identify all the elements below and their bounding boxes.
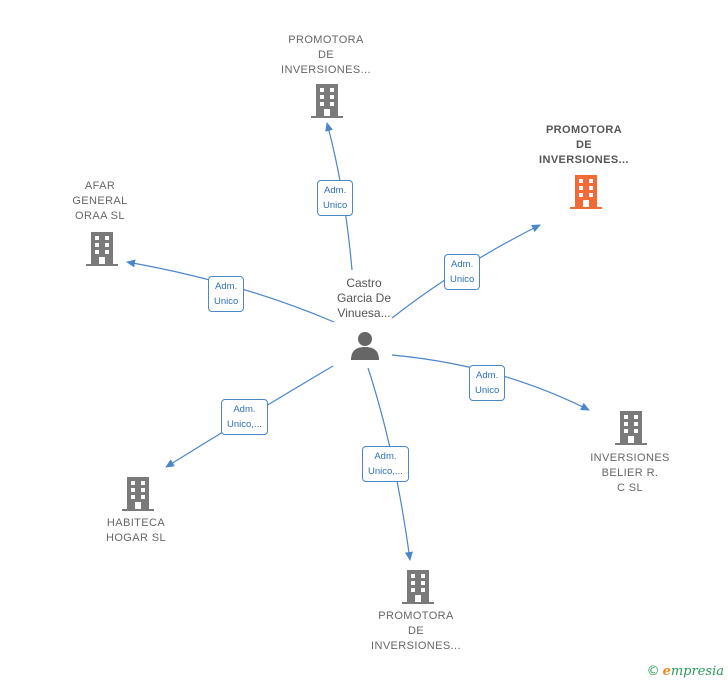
building-icon[interactable] — [311, 84, 343, 118]
building-icon[interactable] — [615, 411, 647, 445]
edge-label-left[interactable]: Adm. Unico — [208, 276, 245, 312]
building-icon[interactable] — [122, 477, 154, 511]
edge-label-line: Unico,... — [368, 466, 403, 477]
building-icon[interactable] — [86, 232, 118, 266]
edge-label-line: Adm. — [233, 404, 256, 415]
edge-label-line: Unico — [475, 385, 500, 396]
brand-watermark: ©empresia — [647, 664, 724, 679]
edge-label-bottom[interactable]: Adm. Unico,... — [362, 446, 409, 482]
edge-label-line: Adm. — [374, 451, 397, 462]
edge-label-line: Adm. — [451, 259, 474, 270]
company-name-line: INVERSIONES — [590, 452, 670, 464]
company-name-line: DE — [575, 139, 593, 151]
center-person-name[interactable]: Castro Garcia De Vinuesa... — [316, 276, 412, 321]
company-name-line: ORAA SL — [75, 210, 125, 222]
company-label-top[interactable]: PROMOTORA DE INVERSIONES... — [266, 33, 386, 78]
brand-logo-initial: e — [662, 664, 671, 679]
edge-label-top-right[interactable]: Adm. Unico — [444, 254, 481, 290]
company-label-bottom[interactable]: PROMOTORA DE INVERSIONES... — [356, 609, 476, 654]
company-label-bottom-left[interactable]: HABITECA HOGAR SL — [88, 516, 184, 546]
company-name-line: PROMOTORA — [545, 124, 623, 136]
edge-label-line: Unico — [450, 274, 475, 285]
company-name-line: HOGAR SL — [105, 532, 167, 544]
company-label-top-right[interactable]: PROMOTORA DE INVERSIONES... — [524, 123, 644, 168]
edge-label-top[interactable]: Adm. Unico — [317, 180, 354, 216]
edge-label-line: Unico,... — [227, 419, 262, 430]
company-name-line: AFAR — [84, 180, 116, 192]
company-name-line: GENERAL — [72, 195, 128, 207]
company-name-line: PROMOTORA — [378, 610, 454, 622]
center-name-line: Vinuesa... — [337, 306, 391, 320]
company-name-line: INVERSIONES... — [281, 64, 371, 76]
edge-label-line: Adm. — [476, 370, 499, 381]
brand-logo-text: mpresia — [670, 664, 724, 679]
company-name-line: INVERSIONES... — [539, 154, 629, 166]
company-name-line: DE — [407, 625, 425, 637]
edge-label-line: Adm. — [324, 185, 347, 196]
company-label-right[interactable]: INVERSIONES BELIER R. C SL — [578, 451, 682, 496]
company-name-line: PROMOTORA — [288, 34, 364, 46]
center-name-line: Castro — [346, 276, 382, 290]
company-name-line: INVERSIONES... — [371, 640, 461, 652]
edge-label-right[interactable]: Adm. Unico — [469, 365, 506, 401]
center-name-line: Garcia De — [336, 291, 392, 305]
edge-label-bottom-left[interactable]: Adm. Unico,... — [221, 399, 268, 435]
company-name-line: C SL — [616, 482, 644, 494]
company-label-left[interactable]: AFAR GENERAL ORAA SL — [52, 179, 148, 224]
person-icon[interactable] — [349, 330, 381, 360]
copyright-icon: © — [646, 664, 660, 679]
edge-label-line: Adm. — [215, 281, 238, 292]
company-name-line: BELIER R. — [601, 467, 659, 479]
building-icon[interactable] — [402, 570, 434, 604]
company-name-line: HABITECA — [106, 517, 166, 529]
company-name-line: DE — [317, 49, 335, 61]
edge-label-line: Unico — [214, 296, 239, 307]
edge-label-line: Unico — [323, 200, 348, 211]
building-icon-highlighted[interactable] — [570, 175, 602, 209]
